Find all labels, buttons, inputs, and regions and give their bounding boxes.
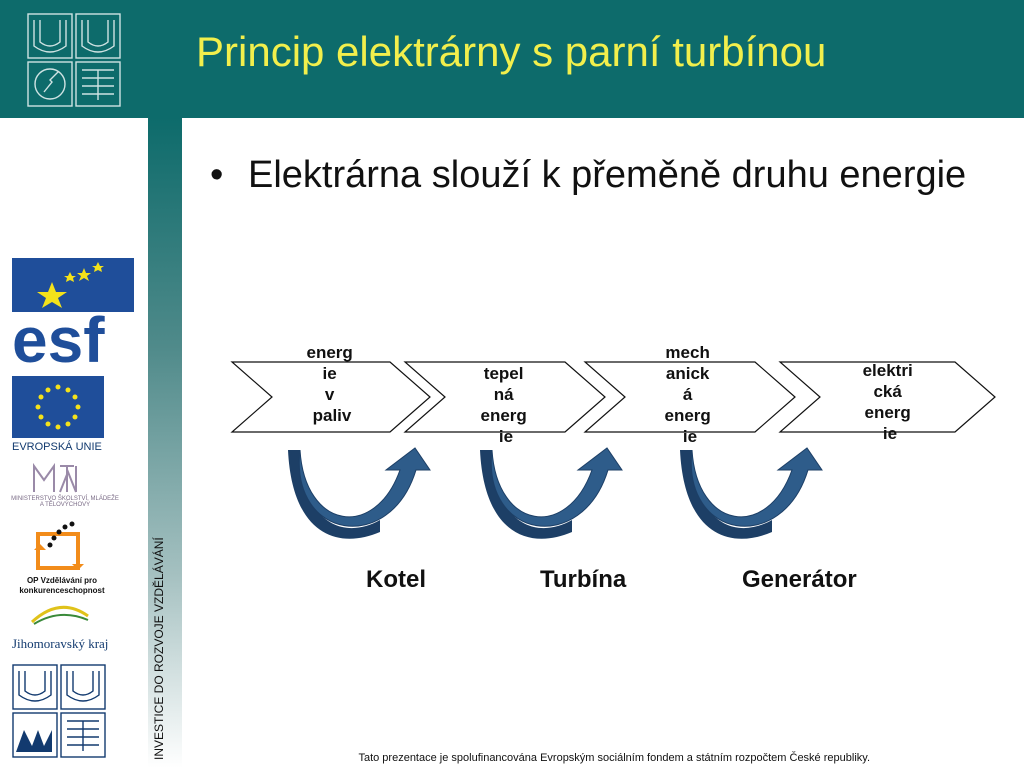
chevron-mechanical-energy — [583, 361, 796, 433]
esf-text: esf — [12, 304, 105, 364]
chevron-electric-energy — [778, 361, 996, 433]
eu-label: EVROPSKÁ UNIE — [12, 441, 102, 453]
bullet-dot-icon: • — [210, 154, 224, 196]
bullet-item: • Elektrárna slouží k přeměně druhu ener… — [210, 152, 970, 200]
op-vk-label: OP Vzdělávání pro konkurenceschopnost — [19, 576, 105, 595]
stage-label-electric: elektri cká energ ie — [863, 361, 918, 443]
msmt-label: MINISTERSTVO ŠKOLSTVÍ, MLÁDEŽE A TĚLOVÝC… — [11, 496, 119, 508]
arrow-turbina-icon — [480, 447, 623, 539]
jmk-logo-icon — [30, 605, 89, 625]
label-kotel: Kotel — [366, 566, 426, 593]
chevron-fuel-energy — [230, 361, 431, 433]
op-vk-logo-icon — [34, 521, 84, 570]
arrow-generator-icon — [680, 447, 823, 539]
sidebar-logos: esf EVROPSKÁ UNIE MINISTERSTVO ŠKOLSTVÍ,… — [0, 118, 148, 768]
stage-label-heat: tepel ná energ ie — [480, 364, 531, 446]
label-generator: Generátor — [742, 566, 857, 593]
chevron-heat-energy — [403, 361, 606, 433]
stage-label-mechanical: mech anick á energ ie — [664, 343, 715, 446]
energy-conversion-diagram: energ ie v paliv tepel ná energ ie mech … — [230, 343, 996, 539]
esf-logo-icon: esf — [12, 258, 134, 364]
university-logo-bottom-icon — [12, 664, 106, 758]
header-bar: Princip elektrárny s parní turbínou — [0, 0, 1024, 118]
arrow-kotel-icon — [288, 447, 431, 539]
msmt-logo-icon — [33, 462, 77, 493]
sidebar-vertical-text: INVESTICE DO ROZVOJE VZDĚLÁVÁNÍ — [152, 537, 166, 760]
university-logo-icon — [27, 13, 121, 107]
decorative-gradient-bar — [148, 118, 182, 768]
stage-label-fuel: energ ie v paliv — [306, 343, 357, 425]
jmk-label: Jihomoravský kraj — [12, 636, 109, 651]
page-title: Princip elektrárny s parní turbínou — [196, 28, 827, 75]
footer-note: Tato prezentace je spolufinancována Evro… — [358, 752, 870, 764]
bullet-text: Elektrárna slouží k přeměně druhu energi… — [248, 154, 967, 196]
eu-flag-icon — [12, 376, 104, 438]
label-turbina: Turbína — [540, 566, 627, 593]
